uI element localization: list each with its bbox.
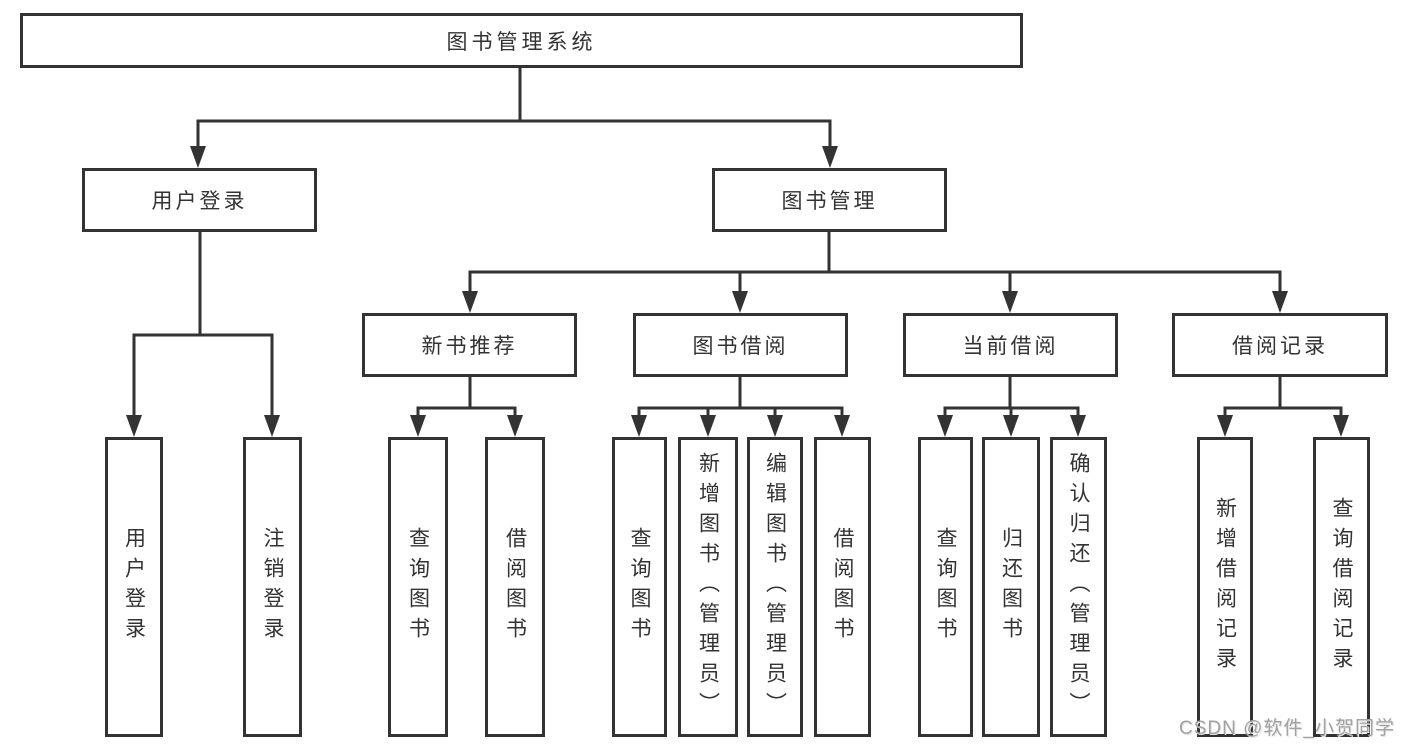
node-book-borrowing: 图书借阅 (633, 313, 848, 377)
leaf-borrow-books-borrowing: 借阅图书 (814, 437, 871, 737)
leaf-add-books-admin-label: 新增图书（管理员） (696, 452, 720, 722)
leaf-return-books-label: 归还图书 (999, 527, 1023, 647)
leaf-borrow-books-recommend-label: 借阅图书 (503, 527, 527, 647)
leaf-query-books-borrowing: 查询图书 (612, 437, 667, 737)
leaf-query-books-current: 查询图书 (918, 437, 973, 737)
leaf-logout-label: 注销登录 (261, 527, 284, 647)
leaf-add-borrow-record: 新增借阅记录 (1197, 437, 1253, 737)
leaf-add-borrow-record-label: 新增借阅记录 (1213, 497, 1237, 677)
leaf-query-borrow-record: 查询借阅记录 (1313, 437, 1370, 737)
leaf-query-books-borrowing-label: 查询图书 (628, 527, 651, 647)
node-borrow-records: 借阅记录 (1172, 313, 1388, 377)
node-library-system: 图书管理系统 (20, 13, 1023, 68)
leaf-confirm-return-admin-label: 确认归还（管理员） (1067, 452, 1090, 722)
leaf-query-books-recommend: 查询图书 (388, 437, 448, 737)
leaf-borrow-books-recommend: 借阅图书 (485, 437, 545, 737)
leaf-user-login-label: 用户登录 (122, 527, 146, 647)
leaf-add-books-admin: 新增图书（管理员） (678, 437, 738, 737)
node-new-book-recommend: 新书推荐 (362, 313, 577, 377)
leaf-borrow-books-borrowing-label: 借阅图书 (831, 527, 854, 647)
node-user-login: 用户登录 (82, 168, 317, 232)
leaf-return-books: 归还图书 (982, 437, 1040, 737)
leaf-logout: 注销登录 (243, 437, 302, 737)
leaf-user-login: 用户登录 (105, 437, 163, 737)
leaf-query-borrow-record-label: 查询借阅记录 (1330, 497, 1353, 677)
leaf-edit-books-admin-label: 编辑图书（管理员） (763, 452, 787, 722)
node-book-management: 图书管理 (712, 168, 947, 232)
csdn-watermark: CSDN @软件_小贺同学 (1179, 718, 1395, 739)
leaf-edit-books-admin: 编辑图书（管理员） (747, 437, 803, 737)
leaf-query-books-recommend-label: 查询图书 (406, 527, 430, 647)
leaf-confirm-return-admin: 确认归还（管理员） (1050, 437, 1107, 737)
node-current-borrowing: 当前借阅 (903, 313, 1118, 377)
leaf-query-books-current-label: 查询图书 (934, 527, 957, 647)
